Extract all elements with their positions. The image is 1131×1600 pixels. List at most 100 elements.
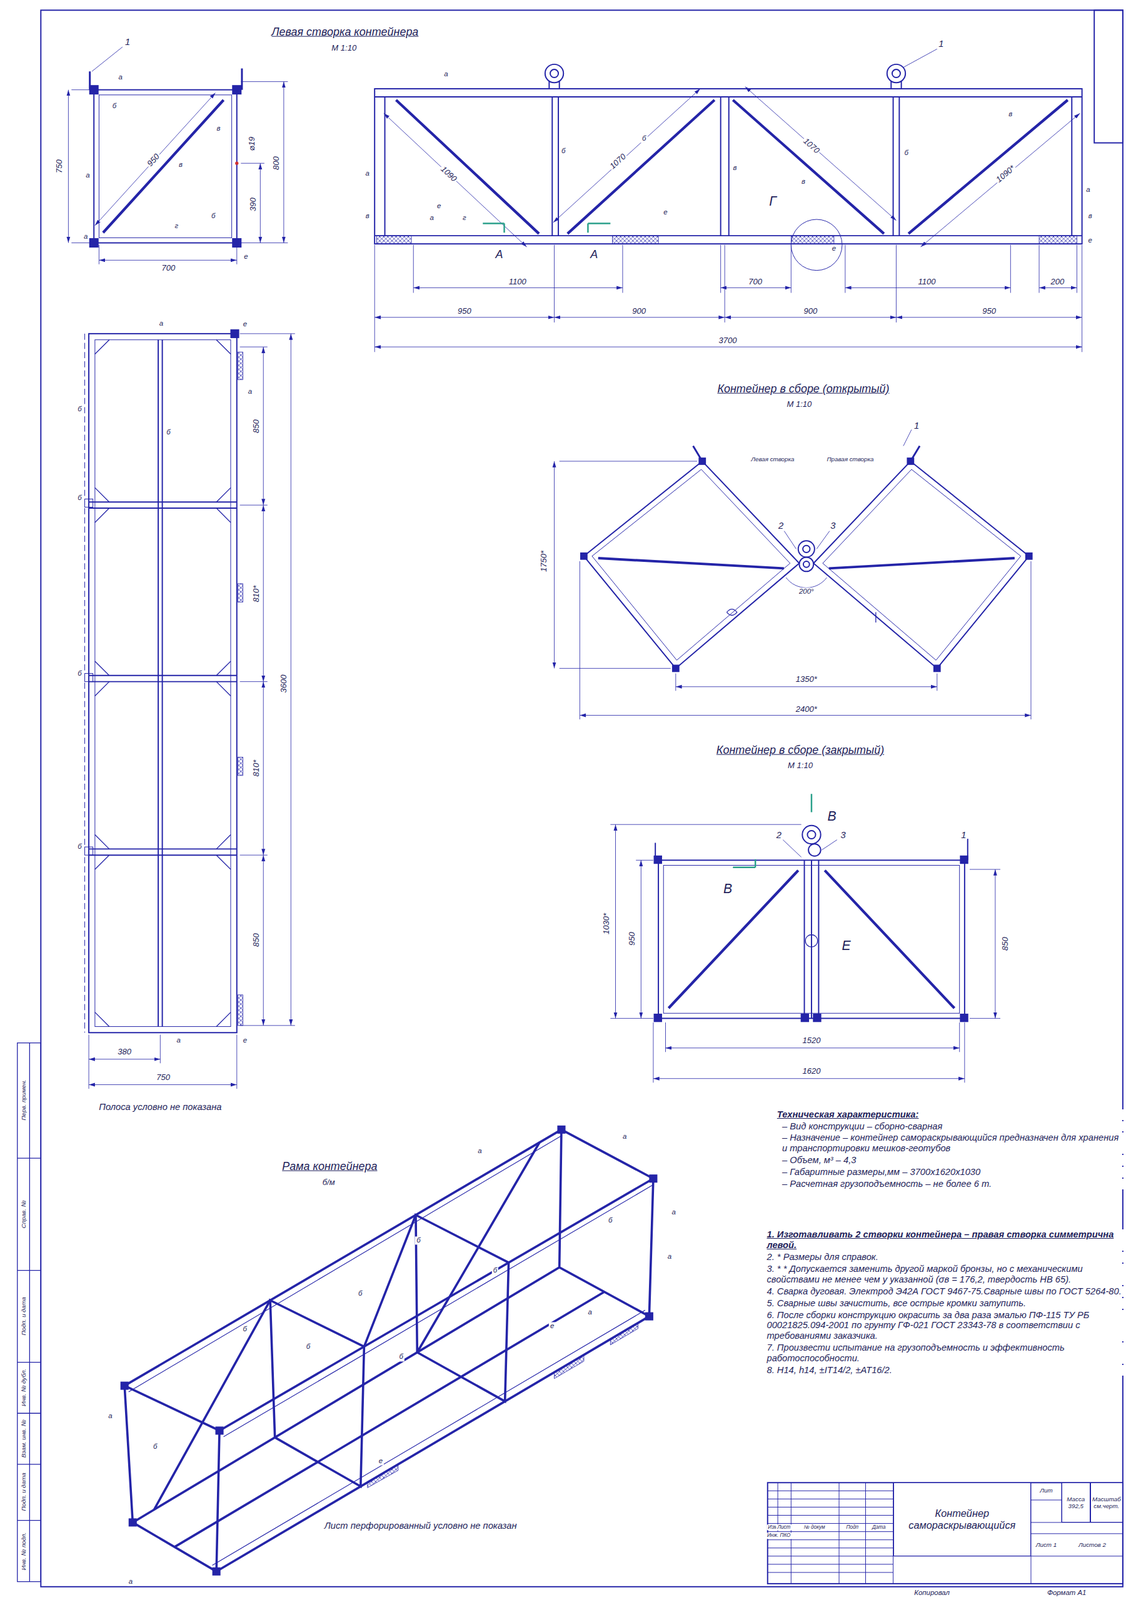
plan-view-part-part bbox=[230, 329, 239, 338]
title-block-text: Масса bbox=[1066, 1496, 1085, 1503]
note-text: Дата bbox=[870, 1524, 888, 1531]
part-letter: г bbox=[461, 214, 468, 223]
callout-number: 1 bbox=[123, 36, 132, 47]
front-view-part-part bbox=[376, 235, 412, 244]
dimension-text: 3. * * Допускается заменить другой марко… bbox=[765, 1264, 1126, 1286]
frame-isometric-part-part bbox=[557, 1125, 566, 1135]
side-view-part bbox=[90, 85, 242, 247]
open-view-part bbox=[580, 458, 1033, 672]
part-letter: в bbox=[1087, 212, 1094, 221]
dimension-text: 1090* bbox=[993, 162, 1018, 186]
dimension-text: 1030* bbox=[601, 912, 611, 936]
title-block-text: Масштаб bbox=[1092, 1496, 1121, 1503]
note-text: б/м bbox=[321, 1178, 337, 1188]
side-view-part-part bbox=[68, 90, 69, 244]
dimension-text: 810* bbox=[251, 759, 261, 779]
side-view bbox=[68, 46, 288, 265]
closed-view-part bbox=[655, 839, 968, 861]
callout-number: 2 bbox=[775, 829, 783, 841]
closed-view-part bbox=[654, 856, 968, 1022]
plan-view-part bbox=[88, 340, 237, 1028]
side-view-part bbox=[68, 81, 284, 261]
part-letter: в bbox=[800, 177, 807, 186]
callout-number: 1 bbox=[937, 38, 945, 50]
plan-view-part-part bbox=[237, 757, 243, 776]
note-text: Левая створка контейнера bbox=[270, 25, 420, 39]
section-letter: В bbox=[722, 881, 734, 897]
part-letter: б bbox=[111, 101, 118, 111]
plan-view-part bbox=[88, 333, 296, 1090]
open-view-part bbox=[813, 461, 1029, 669]
dimension-text: 6. После сборки конструкцию окрасить за … bbox=[765, 1310, 1126, 1343]
open-view-part-part bbox=[934, 665, 941, 672]
section-letter: А bbox=[588, 247, 599, 261]
note-text: Инв. № подл. bbox=[20, 1531, 27, 1572]
part-letter: б bbox=[903, 148, 910, 157]
part-letter: а bbox=[246, 387, 254, 396]
part-letter: б bbox=[492, 1266, 499, 1275]
open-view-part bbox=[802, 545, 810, 553]
open-view-part bbox=[726, 609, 876, 623]
note-text: Лит bbox=[1038, 1487, 1054, 1495]
section-letter: А bbox=[493, 247, 504, 261]
closed-view-part-part bbox=[615, 824, 616, 1019]
note-text: Контейнер в сборе (закрытый) bbox=[715, 743, 886, 758]
closed-view-part-part bbox=[801, 1014, 809, 1022]
part-letter: а bbox=[158, 319, 165, 328]
plan-view-part bbox=[95, 340, 231, 1028]
closed-view-part-part bbox=[994, 869, 996, 1019]
plan-view-part-part bbox=[237, 995, 243, 1026]
dimension-text: 4. Сварка дуговая. Электрод Э42А ГОСТ 94… bbox=[765, 1286, 1126, 1298]
frame-isometric-part-part bbox=[120, 1382, 129, 1391]
dimension-text: 950 bbox=[144, 151, 162, 170]
callout-number: 1 bbox=[959, 829, 968, 841]
dimension-text: 200° bbox=[797, 587, 816, 596]
closed-view-part bbox=[615, 824, 996, 1080]
note-text: Контейнер в сборе (открытый) bbox=[715, 382, 891, 396]
part-letter: а bbox=[476, 1147, 483, 1156]
part-letter: а bbox=[587, 1308, 594, 1317]
part-letter: е bbox=[242, 253, 249, 262]
part-letter: е bbox=[435, 201, 443, 211]
open-view-part bbox=[822, 469, 1021, 661]
closed-view-part-part bbox=[960, 856, 968, 864]
part-letter: а bbox=[175, 1037, 182, 1046]
closed-view-part bbox=[658, 860, 965, 1019]
front-view-part-part bbox=[1039, 287, 1077, 289]
open-view-part bbox=[559, 429, 1031, 720]
dimension-text: 3700 bbox=[717, 336, 739, 346]
frame-isometric-part-part bbox=[648, 1174, 658, 1183]
side-view-part bbox=[98, 95, 232, 239]
callout-number: 3 bbox=[829, 520, 837, 531]
open-view-part bbox=[598, 558, 1015, 569]
part-letter: а bbox=[666, 1253, 673, 1262]
sheet-frame-part bbox=[767, 1482, 1123, 1585]
dimension-text: 1620 bbox=[800, 1067, 822, 1077]
note-text: Листов 2 bbox=[1077, 1541, 1108, 1549]
frame-isometric-part-part bbox=[128, 1518, 137, 1527]
title-block-cell: Масштабсм.черт. bbox=[1090, 1482, 1123, 1524]
part-letter: б bbox=[76, 669, 83, 678]
closed-view-part bbox=[610, 824, 1001, 1083]
front-view-part-part bbox=[383, 113, 528, 247]
open-view-part bbox=[554, 461, 1031, 716]
note-text: Справ. № bbox=[20, 1199, 27, 1230]
plan-view-part bbox=[88, 333, 291, 1086]
open-view-part bbox=[799, 557, 814, 572]
plan-view-part-part bbox=[85, 673, 94, 683]
open-view-part bbox=[798, 540, 815, 558]
part-letter: б bbox=[241, 1326, 249, 1335]
dimension-text: 8. H14, h14, ±IT14/2, ±AT16/2. bbox=[765, 1365, 1126, 1377]
plan-view-part bbox=[85, 329, 240, 856]
closed-view-part bbox=[807, 830, 816, 840]
part-letter: б bbox=[165, 428, 172, 438]
title-block-text: см.черт. bbox=[1093, 1502, 1120, 1510]
note-text: Техническая характеристика: bbox=[775, 1109, 1126, 1121]
closed-view-part-part bbox=[653, 1078, 965, 1080]
front-view-part bbox=[374, 88, 1082, 244]
frame-isometric-part bbox=[128, 1136, 654, 1566]
part-letter: а bbox=[621, 1132, 628, 1142]
closed-view-part bbox=[808, 844, 821, 857]
front-view-part-part bbox=[374, 316, 554, 318]
dimension-text: 700 bbox=[160, 263, 177, 274]
